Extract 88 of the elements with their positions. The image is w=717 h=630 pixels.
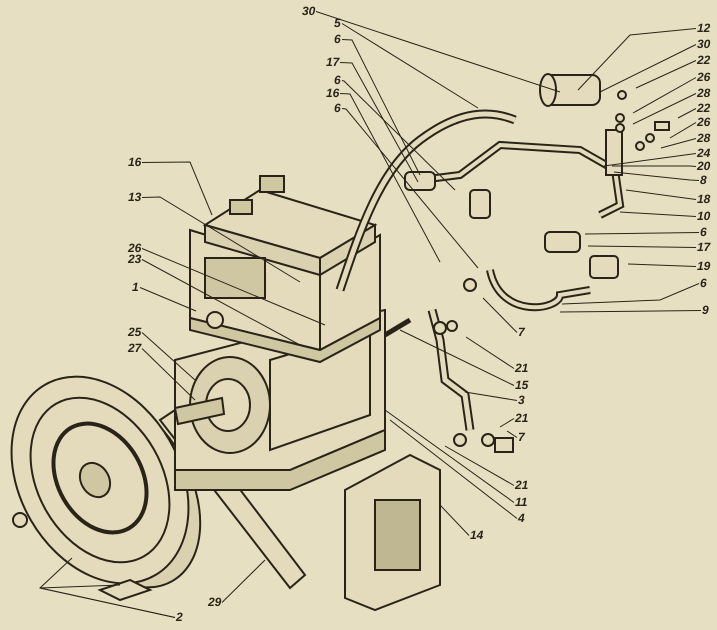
- callout-number: 11: [515, 496, 528, 509]
- callout-number: 16: [128, 156, 142, 169]
- callout-number: 10: [697, 210, 710, 223]
- leader-line: [390, 420, 518, 519]
- leader-line: [636, 60, 696, 88]
- callout-number: 6: [334, 102, 341, 115]
- leader-line: [660, 138, 696, 148]
- leader-line: [628, 264, 696, 267]
- callout-number: 24: [697, 147, 710, 160]
- leader-line: [464, 392, 518, 401]
- leader-line: [142, 332, 196, 380]
- leader-line: [400, 330, 514, 386]
- callout-number: 12: [697, 22, 710, 35]
- leader-line: [588, 246, 696, 248]
- leader-line: [600, 44, 696, 92]
- callout-number: 29: [208, 596, 222, 609]
- callout-number: 27: [128, 342, 142, 355]
- callout-number: 28: [697, 87, 710, 100]
- leader-line: [142, 196, 300, 282]
- callout-number: 7: [518, 326, 525, 339]
- leader-line: [340, 62, 418, 182]
- callout-number: 30: [302, 5, 316, 18]
- leader-line: [626, 190, 696, 200]
- leader-line: [584, 232, 700, 234]
- leader-line: [578, 28, 696, 90]
- leader-line: [142, 259, 300, 346]
- leader-line: [342, 80, 456, 190]
- callout-number: 6: [334, 74, 341, 87]
- leader-line: [632, 77, 696, 114]
- callout-number: 20: [697, 160, 710, 173]
- leader-line: [670, 122, 696, 138]
- leader-line: [620, 212, 696, 217]
- leader-line: [142, 348, 196, 400]
- callout-number: 9: [702, 304, 709, 317]
- leader-line: [604, 153, 696, 166]
- leader-line: [342, 108, 478, 268]
- callout-number: 6: [700, 226, 707, 239]
- callout-number: 4: [518, 512, 525, 525]
- callout-number: 14: [470, 529, 484, 542]
- leader-line: [340, 93, 440, 262]
- callout-number: 21: [515, 362, 528, 375]
- leader-line: [562, 283, 700, 304]
- callout-number: 21: [515, 479, 528, 492]
- leader-line: [142, 248, 326, 326]
- callout-number: 23: [128, 253, 142, 266]
- callout-number: 22: [697, 54, 710, 67]
- callout-number: 17: [326, 56, 340, 69]
- leader-line: [140, 287, 196, 312]
- callout-number: 18: [697, 193, 710, 206]
- leader-line: [40, 584, 176, 618]
- leader-line: [612, 166, 696, 167]
- callout-number: 26: [128, 242, 142, 255]
- callout-number: 8: [700, 174, 707, 187]
- callout-number: 17: [697, 241, 710, 254]
- callout-number: 6: [700, 277, 707, 290]
- leader-line: [632, 93, 696, 124]
- leader-line: [142, 162, 212, 216]
- leader-line: [444, 446, 514, 486]
- leader-line: [482, 298, 518, 333]
- leader-line: [614, 172, 700, 181]
- leader-line: [342, 39, 420, 176]
- callout-number: 26: [697, 116, 710, 129]
- callout-number: 19: [697, 260, 710, 273]
- callout-number: 3: [518, 394, 525, 407]
- leader-line: [500, 418, 514, 428]
- callout-number: 1: [132, 281, 139, 294]
- leader-line: [466, 336, 514, 369]
- leader-line: [342, 23, 478, 108]
- callout-number: 16: [326, 87, 340, 100]
- callout-number: 2: [176, 611, 183, 624]
- leader-line: [316, 11, 560, 92]
- callout-number: 30: [697, 38, 710, 51]
- callout-number: 5: [334, 17, 341, 30]
- callout-number: 7: [518, 431, 525, 444]
- callout-number: 25: [128, 326, 142, 339]
- callout-number: 13: [128, 191, 142, 204]
- leader-line: [384, 410, 514, 503]
- callout-number: 6: [334, 33, 341, 46]
- callout-number: 22: [697, 102, 710, 115]
- callout-number: 21: [515, 412, 528, 425]
- leader-line: [560, 310, 702, 312]
- leader-line: [678, 108, 696, 118]
- leader-line: [440, 504, 470, 536]
- callout-number: 26: [697, 71, 710, 84]
- leader-line: [222, 560, 266, 603]
- leader-line: [506, 430, 518, 438]
- callout-number: 15: [515, 379, 528, 392]
- callout-number: 28: [697, 132, 710, 145]
